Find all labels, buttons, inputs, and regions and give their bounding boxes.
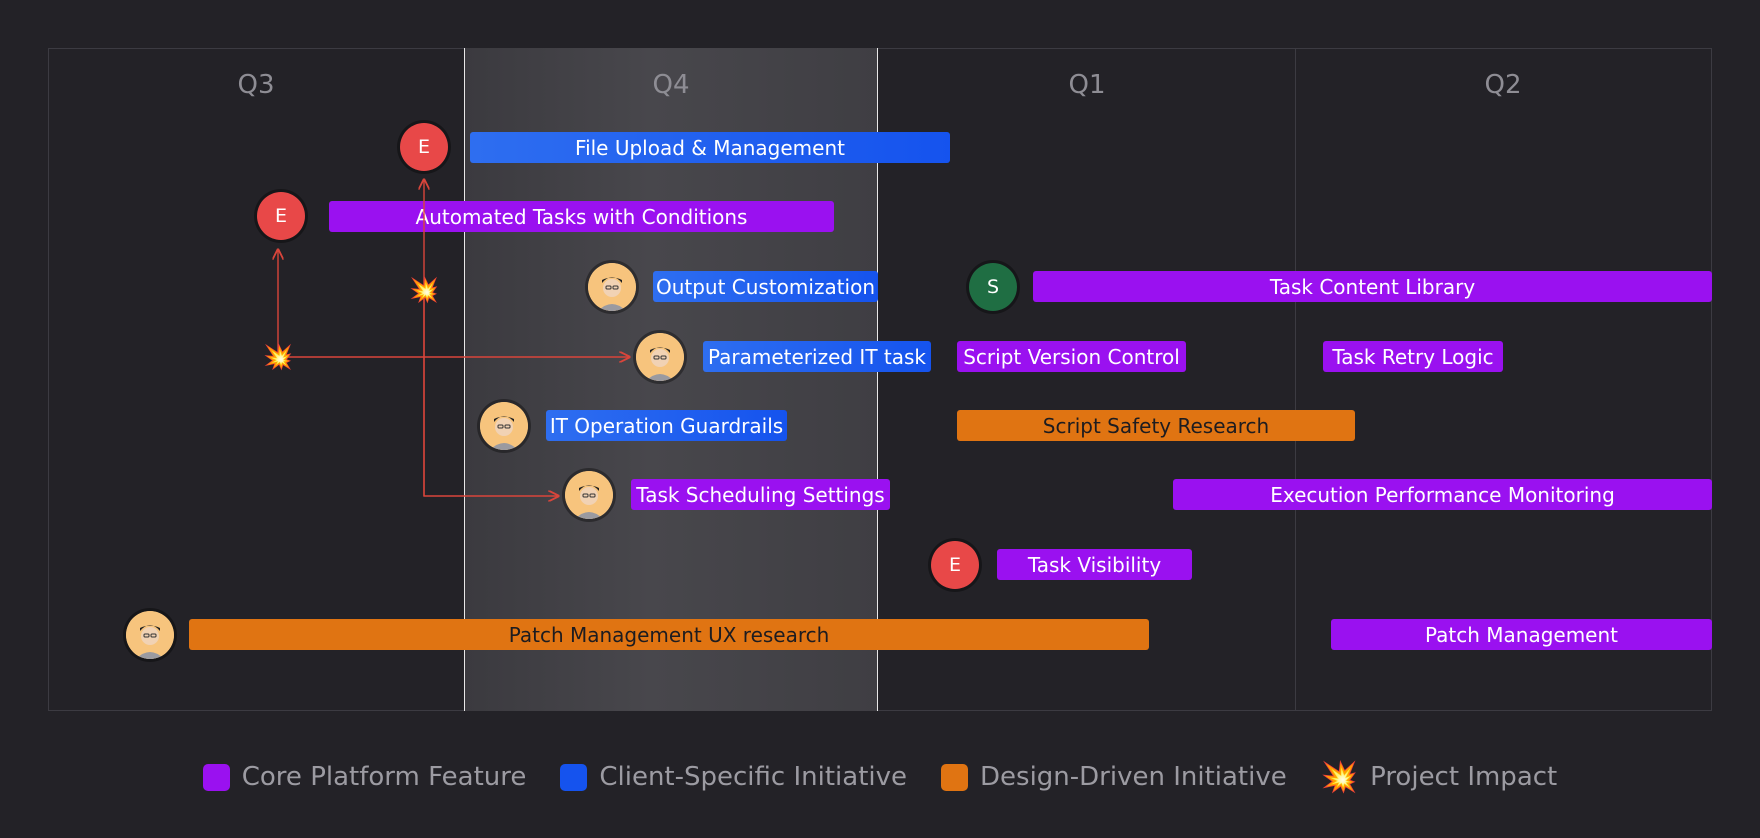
bar-task-visibility[interactable]: Task Visibility — [997, 549, 1192, 580]
bar-parameterized-it-task[interactable]: Parameterized IT task — [703, 341, 931, 372]
design-swatch — [941, 763, 968, 791]
legend-label-impact: Project Impact — [1370, 762, 1558, 792]
avatar-person[interactable] — [480, 402, 528, 450]
avatar-person[interactable] — [565, 471, 613, 519]
roadmap-board — [48, 48, 1712, 711]
bar-script-safety-research[interactable]: Script Safety Research — [957, 410, 1355, 441]
quarter-divider — [1295, 48, 1296, 711]
bar-script-version-control[interactable]: Script Version Control — [957, 341, 1186, 372]
bar-it-operation-guardrails[interactable]: IT Operation Guardrails — [546, 410, 787, 441]
quarter-label-q3: Q3 — [237, 70, 275, 100]
legend-item-impact: 💥 Project Impact — [1321, 760, 1558, 795]
bar-output-customization[interactable]: Output Customization — [653, 271, 878, 302]
avatar-s[interactable]: S — [969, 263, 1017, 311]
avatar-e[interactable]: E — [257, 192, 305, 240]
legend-label-core: Core Platform Feature — [241, 762, 527, 792]
legend-item-design: Design-Driven Initiative — [941, 762, 1287, 792]
avatar-person[interactable] — [636, 333, 684, 381]
legend-label-design: Design-Driven Initiative — [980, 762, 1287, 792]
bar-automated-tasks[interactable]: Automated Tasks with Conditions — [329, 201, 834, 232]
core-swatch — [202, 763, 230, 791]
project-impact-icon: 💥 — [1320, 759, 1359, 795]
avatar-e[interactable]: E — [400, 123, 448, 171]
quarter-label-q4: Q4 — [652, 70, 690, 100]
bar-task-scheduling-settings[interactable]: Task Scheduling Settings — [631, 479, 890, 510]
avatar-e[interactable]: E — [931, 541, 979, 589]
project-impact-icon: 💥 — [263, 343, 293, 371]
bar-patch-mgmt-ux-research[interactable]: Patch Management UX research — [189, 619, 1149, 650]
bar-execution-performance-monitoring[interactable]: Execution Performance Monitoring — [1173, 479, 1712, 510]
legend-item-core: Core Platform Feature — [202, 762, 527, 792]
legend-item-client: Client-Specific Initiative — [560, 762, 907, 792]
bar-patch-management[interactable]: Patch Management — [1331, 619, 1712, 650]
legend: Core Platform Feature Client-Specific In… — [0, 757, 1760, 797]
legend-label-client: Client-Specific Initiative — [599, 762, 907, 792]
bar-task-retry-logic[interactable]: Task Retry Logic — [1323, 341, 1503, 372]
client-swatch — [560, 763, 588, 791]
bar-file-upload[interactable]: File Upload & Management — [470, 132, 950, 163]
bar-task-content-library[interactable]: Task Content Library — [1033, 271, 1712, 302]
quarter-label-q1: Q1 — [1068, 70, 1106, 100]
project-impact-icon: 💥 — [409, 276, 439, 304]
avatar-person[interactable] — [588, 263, 636, 311]
quarter-label-q2: Q2 — [1484, 70, 1522, 100]
avatar-person[interactable] — [126, 611, 174, 659]
